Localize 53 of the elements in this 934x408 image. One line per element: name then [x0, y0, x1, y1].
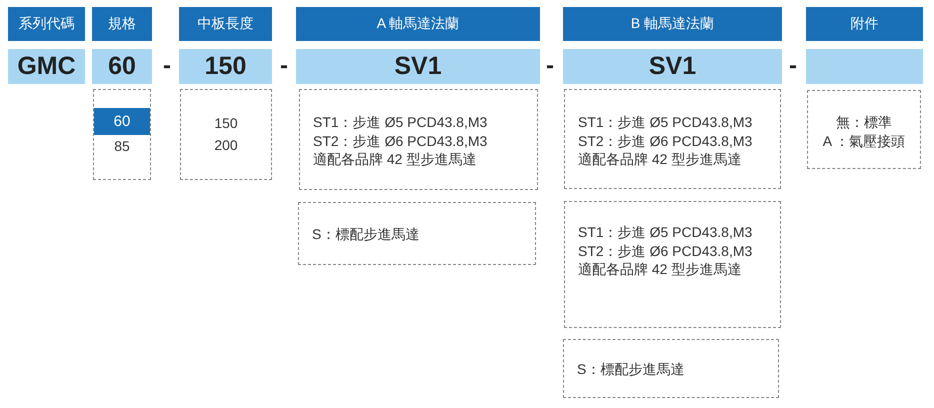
header-text: 附件	[850, 15, 878, 33]
code-field	[806, 49, 923, 84]
option-text: 150	[214, 114, 238, 133]
option-text: 適配各品牌 42 型步進馬達	[313, 150, 476, 168]
code-value: 150	[204, 52, 246, 81]
column-header	[8, 7, 85, 41]
header-text: A 軸馬達法蘭	[376, 15, 460, 33]
option-text: 85	[114, 137, 130, 156]
separator-dash: -	[789, 54, 797, 78]
option-text: ST1：步進 Ø5 PCD43.8,M3	[578, 223, 752, 242]
option-panel	[564, 89, 781, 189]
selected-option	[94, 108, 150, 135]
header-text: 中板長度	[198, 15, 254, 33]
code-field	[563, 49, 782, 84]
option-text: ST2：步進 Ø6 PCD43.8,M3	[578, 132, 752, 150]
column-header	[563, 7, 782, 41]
separator-dash: -	[280, 54, 288, 78]
option-panel	[299, 89, 538, 190]
separator-dash: -	[163, 54, 171, 78]
option-text: 適配各品牌 42 型步進馬達	[578, 150, 742, 168]
code-field	[8, 49, 85, 84]
code-field	[179, 49, 272, 84]
column-header	[179, 7, 272, 41]
option-text: ST1：步進 Ø5 PCD43.8,M3	[578, 113, 752, 132]
option-text: ST2：步進 Ø6 PCD43.8,M3	[578, 242, 752, 260]
header-text: B 軸馬達法蘭	[630, 15, 714, 33]
option-text: ST2：步進 Ø6 PCD43.8,M3	[313, 132, 488, 150]
separator-dash: -	[546, 54, 554, 78]
column-header	[806, 7, 923, 41]
option-text: 200	[214, 136, 238, 155]
option-panel	[564, 201, 781, 328]
option-text: 60	[114, 112, 130, 132]
column-header	[92, 7, 152, 41]
option-panel	[563, 339, 779, 398]
header-text: 規格	[108, 15, 136, 33]
code-value: SV1	[648, 52, 696, 81]
code-field	[296, 49, 540, 84]
header-text: 系列代碼	[18, 15, 74, 33]
code-value: SV1	[394, 52, 442, 81]
column-header	[296, 7, 540, 41]
option-panel	[180, 89, 272, 180]
option-text: 無：標準	[836, 113, 892, 132]
option-text: A ：氣壓接頭	[822, 132, 906, 151]
code-value: GMC	[17, 52, 76, 81]
option-panel	[93, 89, 151, 180]
code-field	[92, 49, 152, 84]
option-text: 適配各品牌 42 型步進馬達	[578, 260, 742, 278]
option-text: S：標配步進馬達	[577, 360, 684, 378]
option-panel	[807, 90, 921, 169]
option-panel	[298, 202, 536, 265]
code-value: 60	[108, 52, 136, 81]
option-text: ST1：步進 Ø5 PCD43.8,M3	[313, 113, 488, 132]
option-text: S：標配步進馬達	[312, 225, 420, 244]
